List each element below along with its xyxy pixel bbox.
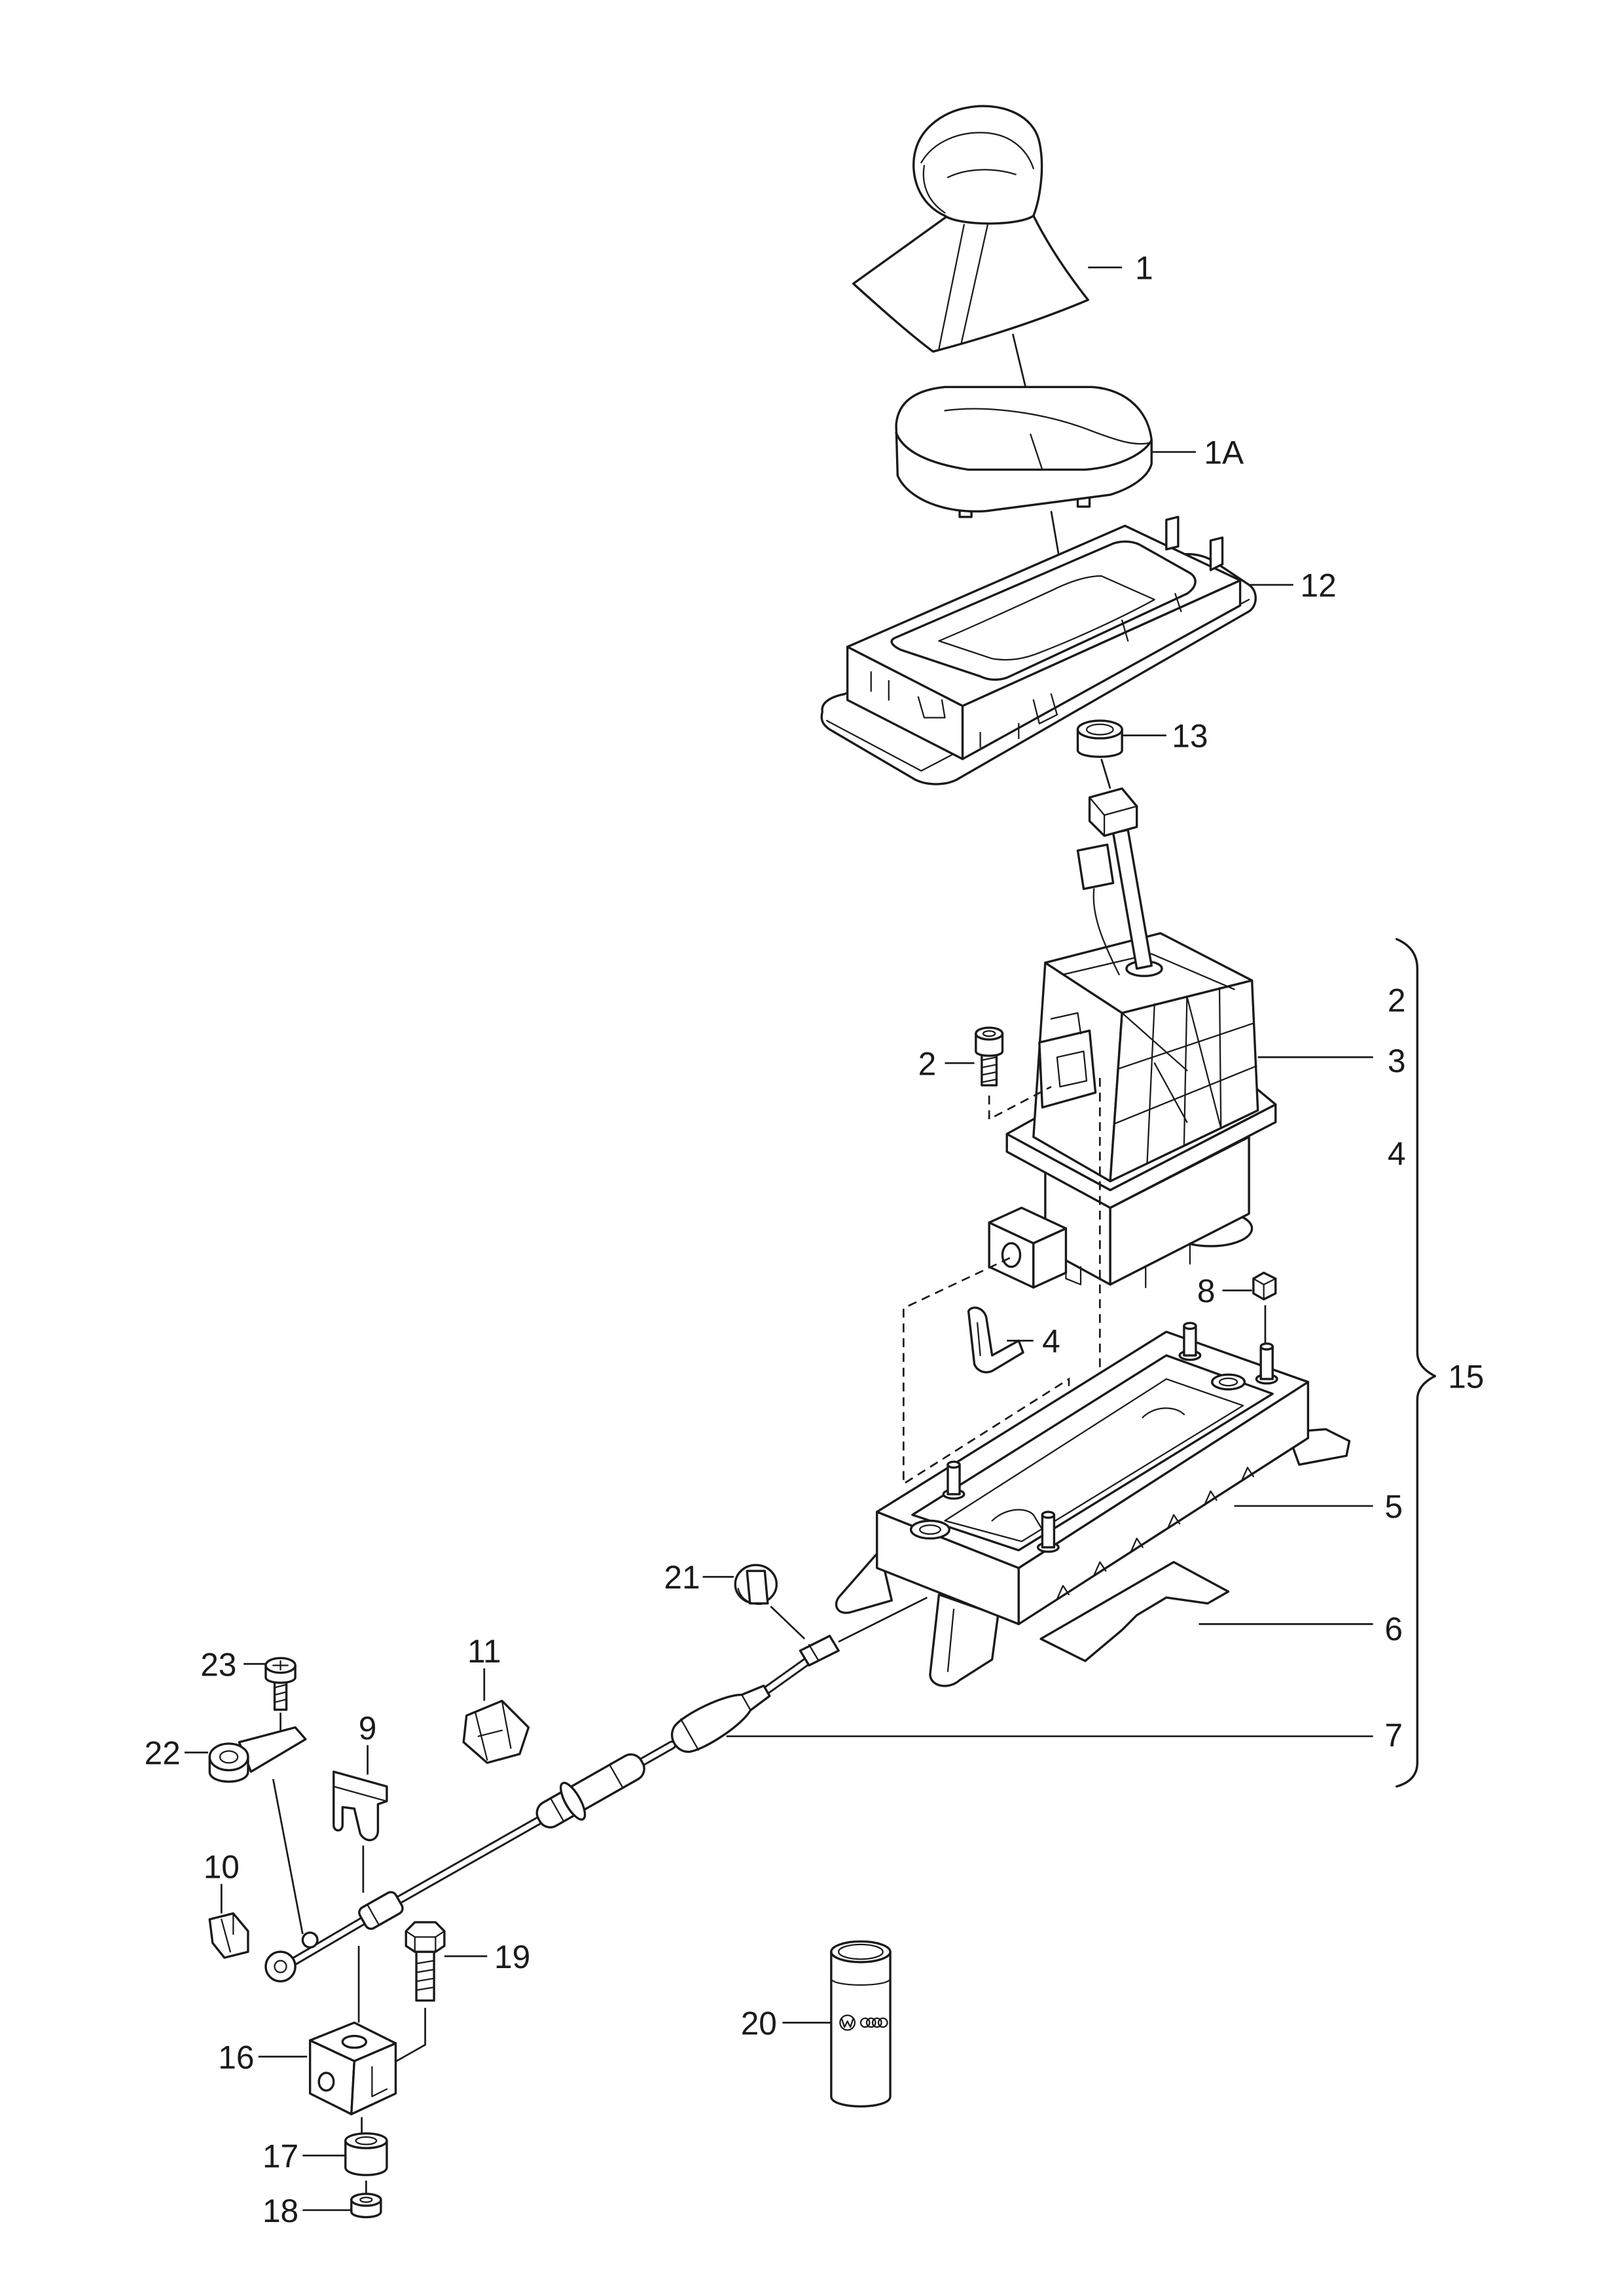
part-1a-cover [895, 386, 1153, 518]
part-19-bolt [405, 1921, 446, 2002]
assembly-item-3: 3 [1388, 1043, 1406, 1079]
part-8-hex-nut [1252, 1271, 1277, 1300]
assembly-line-13-to-lever [1100, 759, 1111, 789]
callout-22: 22 [145, 1735, 181, 1772]
part-20-grease-tube [830, 1940, 892, 2108]
callout-20: 20 [741, 2005, 777, 2041]
part-11-clip [462, 1699, 530, 1765]
dashed-line-screw-2 [988, 1086, 1052, 1121]
part-23-screw [264, 1657, 297, 1711]
callout-8: 8 [1197, 1273, 1216, 1310]
part-22-bracket [208, 1726, 307, 1783]
callout-1: 1 [1135, 250, 1153, 287]
callout-17: 17 [262, 2138, 298, 2174]
callout-10: 10 [204, 1848, 240, 1885]
assembly-brace [1395, 938, 1436, 1788]
assembly-label-15: 15 [1448, 1359, 1484, 1395]
callout-18: 18 [262, 2193, 298, 2229]
part-9-clip-plate [333, 1770, 388, 1842]
assembly-line-cable-to-base [838, 1596, 928, 1643]
assembly-item-5: 5 [1384, 1488, 1403, 1525]
part-3-selector-mechanism [988, 787, 1277, 1289]
callout-1a: 1A [1204, 435, 1244, 471]
leader-lines [184, 266, 1373, 2212]
assembly-item-7: 7 [1384, 1717, 1403, 1754]
part-16-bracket-block [308, 2021, 397, 2115]
assembly-item-2: 2 [1388, 982, 1406, 1018]
part-2-screw [975, 1026, 1004, 1086]
part-17-bushing [344, 2132, 388, 2176]
part-4-spring-clip [967, 1306, 1024, 1374]
part-6-gasket [1039, 1560, 1230, 1662]
assembly-line-22-to-cable-eye [272, 1778, 304, 1935]
callout-12: 12 [1301, 567, 1337, 604]
part-5-base-plate [835, 1321, 1351, 1687]
callout-23: 23 [200, 1646, 236, 1683]
vw-logo-icon [839, 2014, 856, 2031]
callout-4-clip: 4 [1042, 1323, 1060, 1359]
assembly-line-21-to-cable [770, 1605, 806, 1640]
callout-13: 13 [1172, 718, 1208, 755]
callout-2-screw: 2 [918, 1045, 937, 1082]
assembly-item-4: 4 [1388, 1136, 1406, 1172]
callout-21: 21 [664, 1559, 700, 1596]
audi-rings-logo-icon [859, 2017, 888, 2028]
part-10-clip [208, 1912, 249, 1959]
callout-19: 19 [494, 1939, 530, 1975]
assembly-item-6: 6 [1384, 1611, 1403, 1647]
callout-16: 16 [218, 2039, 254, 2075]
part-7-selector-cable [264, 1634, 840, 1982]
callout-9: 9 [359, 1710, 377, 1746]
part-21-clip [734, 1564, 778, 1605]
part-13-clip-ring [1076, 719, 1123, 758]
part-1-gear-knob-and-boot [852, 105, 1089, 353]
part-18-washer [350, 2193, 382, 2219]
callout-labels: 1 1A 12 13 2 8 4 21 23 11 22 9 10 19 16 … [145, 250, 1485, 2229]
callout-11: 11 [467, 1633, 501, 1670]
part-12-console-frame [820, 516, 1257, 785]
